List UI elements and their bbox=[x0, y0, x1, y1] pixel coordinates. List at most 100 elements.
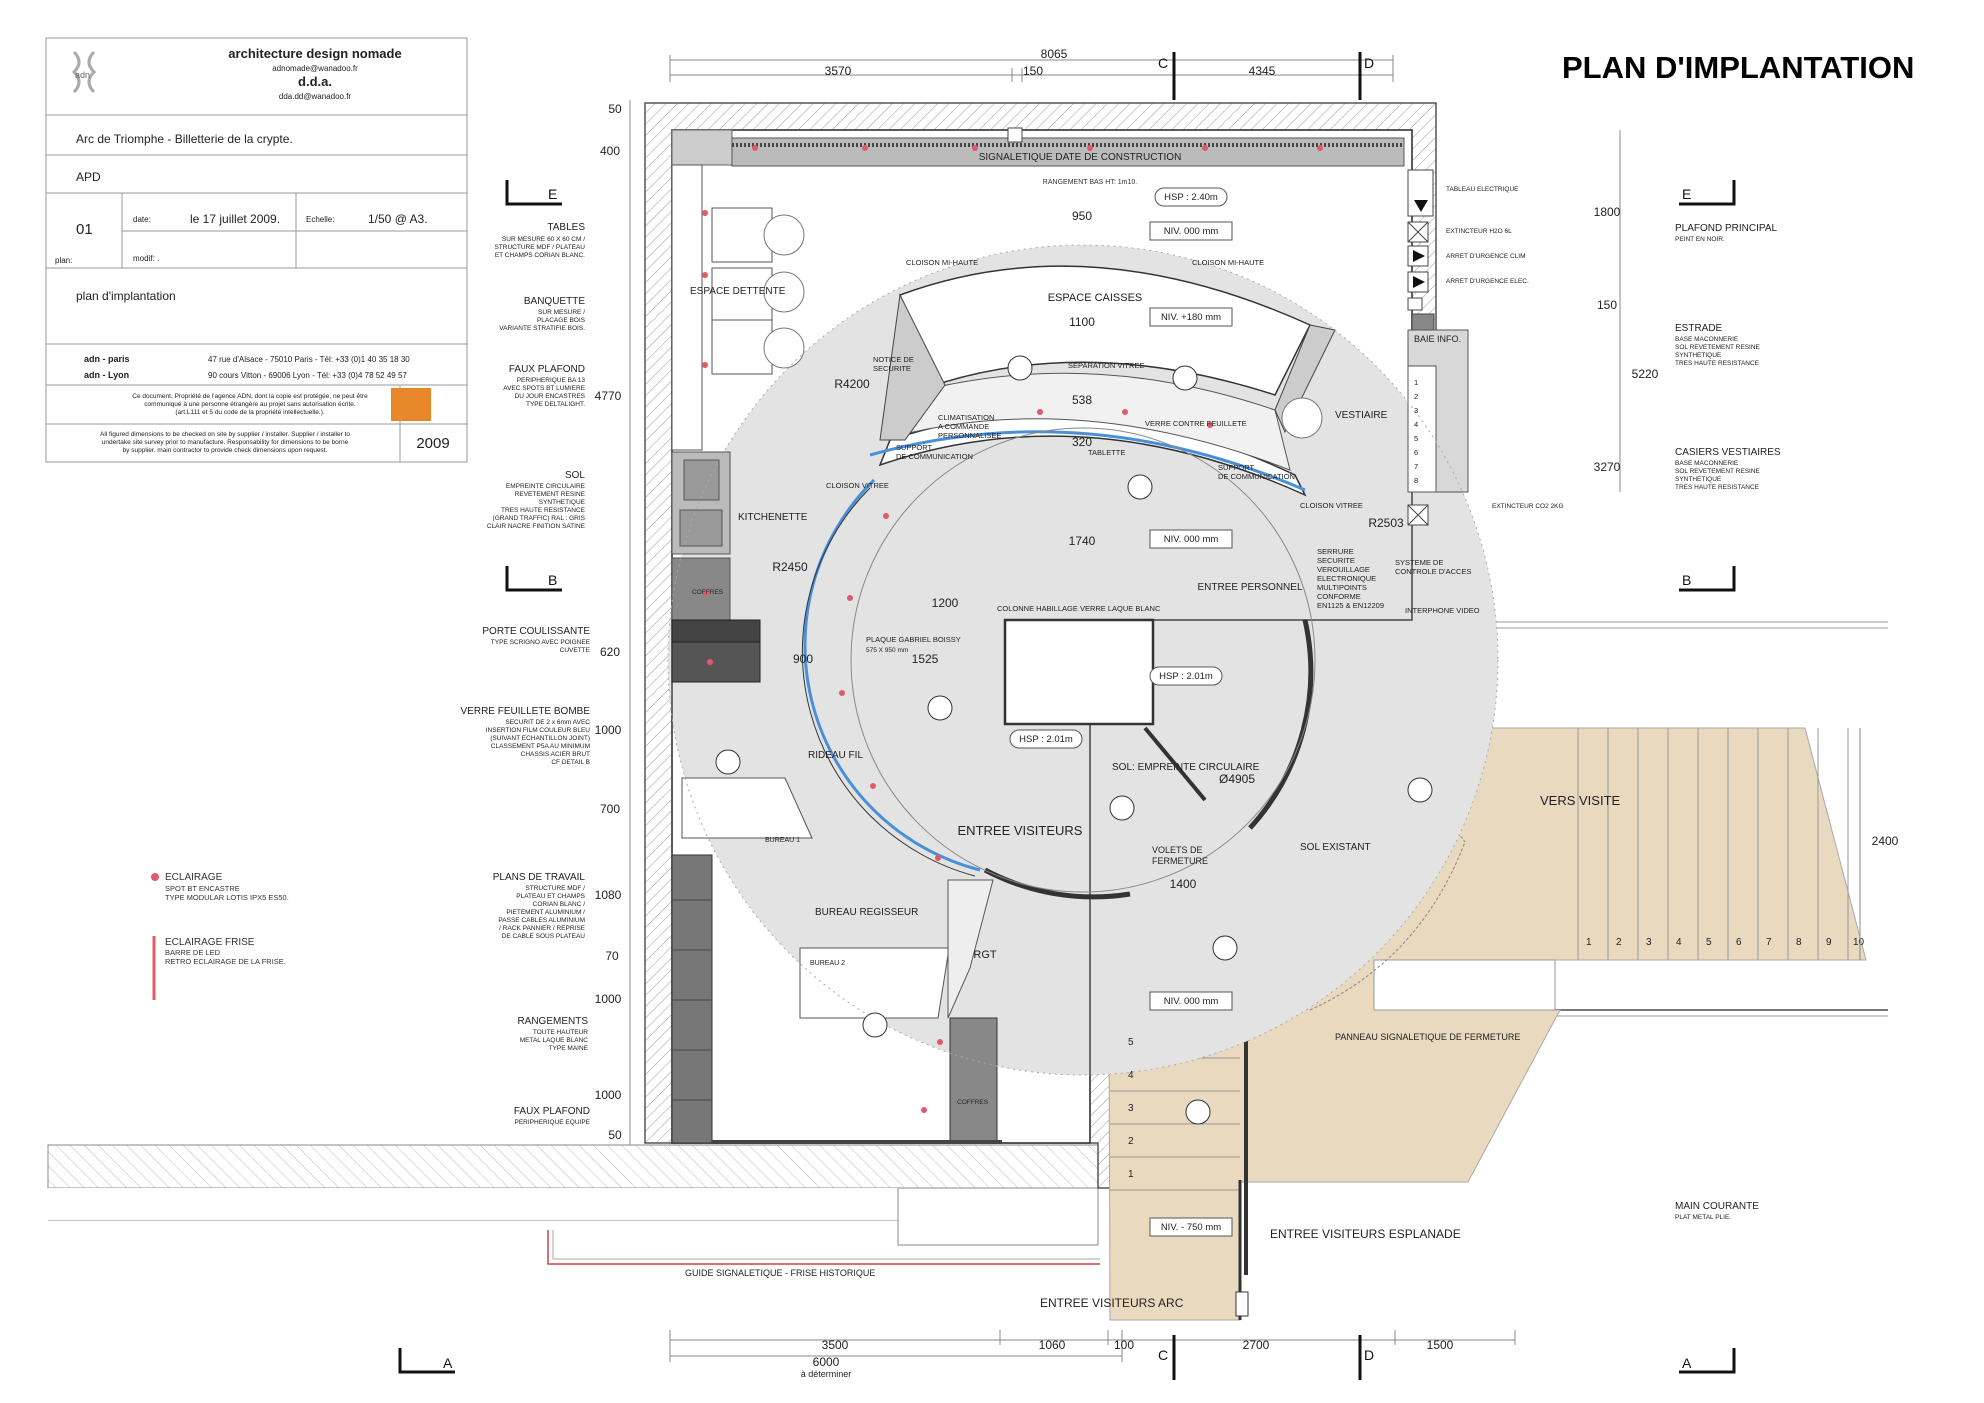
dim-950: 950 bbox=[1072, 209, 1092, 223]
note-porte-1: TYPE SCRIGNO AVEC POIGNEE bbox=[491, 639, 591, 646]
hsp-201-b: HSP : 2.01m bbox=[1019, 734, 1073, 745]
note-rangements-3: TYPE MAINE bbox=[549, 1045, 589, 1052]
note-estrade-4: TRES HAUTE RESISTANCE bbox=[1675, 360, 1760, 367]
notice-2: SECURITE bbox=[873, 364, 911, 373]
stair-l-1: 1 bbox=[1128, 1169, 1134, 1180]
plan-label: plan: bbox=[55, 256, 72, 265]
dim-left-1000-a: 1000 bbox=[595, 723, 622, 737]
dim-left-400: 400 bbox=[600, 144, 620, 158]
note-sol-title: SOL bbox=[565, 470, 585, 481]
colonne-label: COLONNE HABILLAGE VERRE LAQUE BLANC bbox=[997, 604, 1161, 613]
project-phase: APD bbox=[76, 170, 101, 184]
niv-000-a: NIV. 000 mm bbox=[1164, 226, 1219, 237]
modif-label: modif: . bbox=[133, 254, 159, 263]
orange-swatch bbox=[391, 388, 431, 421]
bottom-dimensions: 3500 1060 100 2700 1500 6000 à détermine… bbox=[669, 1330, 1516, 1379]
dim-top-b: 150 bbox=[1023, 64, 1043, 78]
section-e-left: E bbox=[548, 186, 557, 202]
note-casiers-1: BASE MACONNERIE bbox=[1675, 460, 1739, 467]
dim-right-3270: 3270 bbox=[1594, 460, 1621, 474]
office-lyon-name: adn - Lyon bbox=[84, 370, 129, 380]
note-faux2-title: FAUX PLAFOND bbox=[514, 1106, 590, 1117]
note-sol-5: (GRAND TRAFFIC) RAL : GRIS bbox=[493, 515, 586, 522]
niv-180: NIV. +180 mm bbox=[1161, 312, 1221, 323]
note-banquette-3: VARIANTE STRATIFIE BOIS. bbox=[499, 325, 585, 332]
dim-left-1080: 1080 bbox=[595, 888, 622, 902]
label-volets-1: VOLETS DE bbox=[1152, 845, 1203, 855]
separation-vitree: SEPARATION VITREE bbox=[1068, 361, 1144, 370]
stair-r-7: 7 bbox=[1766, 937, 1772, 948]
room-rgt: RGT bbox=[973, 949, 997, 961]
dim-900: 900 bbox=[793, 652, 813, 666]
stairs-right bbox=[1577, 728, 1849, 960]
label-sol-empreinte: SOL: EMPREINTE CIRCULAIRE bbox=[1112, 762, 1260, 773]
plaque-2: 575 X 950 mm bbox=[866, 647, 908, 654]
support-1b: DE COMMUNICATION bbox=[896, 452, 973, 461]
left-dimensions: 50 400 4770 620 1000 700 1080 70 1000 10… bbox=[595, 100, 631, 1145]
casier-8: 8 bbox=[1414, 476, 1418, 485]
guide-signaletique: GUIDE SIGNALETIQUE - FRISE HISTORIQUE bbox=[685, 1268, 875, 1278]
plan-name: plan d'implantation bbox=[76, 289, 176, 303]
serrure-6: CONFORME bbox=[1317, 592, 1361, 601]
top-strip: SIGNALETIQUE DATE DE CONSTRUCTION RANGEM… bbox=[671, 127, 1405, 186]
dim-bottom-e: 1500 bbox=[1427, 1338, 1454, 1352]
serrure-2: SECURITE bbox=[1317, 556, 1355, 565]
note-plans-7: DE CABLE SOUS PLATEAU bbox=[502, 933, 586, 940]
note-verre-title: VERRE FEUILLETE BOMBE bbox=[461, 706, 591, 717]
section-a-right: A bbox=[1682, 1355, 1692, 1371]
central-ring bbox=[667, 244, 1499, 1076]
note-estrade-1: BASE MACONNERIE bbox=[1675, 336, 1739, 343]
note-tables-title: TABLES bbox=[547, 222, 585, 233]
scale-label: Echelle: bbox=[306, 215, 334, 224]
dim-1400: 1400 bbox=[1170, 877, 1197, 891]
firm-name: architecture design nomade bbox=[228, 46, 401, 61]
logo-text: adn bbox=[75, 70, 90, 80]
note-tables-1: SUR MESURE 60 X 60 CM / bbox=[502, 236, 585, 243]
dim-1100: 1100 bbox=[1069, 315, 1095, 329]
panneau-signaletique: PANNEAU SIGNALETIQUE DE FERMETURE bbox=[1335, 1032, 1520, 1042]
cloison-vitree-2: CLOISON VITREE bbox=[1300, 501, 1363, 510]
stair-r-8: 8 bbox=[1796, 937, 1802, 948]
dim-left-620: 620 bbox=[600, 645, 620, 659]
note-casiers-4: TRES HAUTE RESISTANCE bbox=[1675, 484, 1760, 491]
room-sol-existant: SOL EXISTANT bbox=[1300, 842, 1371, 853]
section-d-bottom: D bbox=[1364, 1347, 1374, 1363]
note-casiers-3: SYNTHETIQUE bbox=[1675, 476, 1722, 483]
title-block: adn architecture design nomade adnomade@… bbox=[45, 37, 468, 463]
dim-1200: 1200 bbox=[932, 596, 959, 610]
dim-left-1000-c: 1000 bbox=[595, 1088, 622, 1102]
note-verre-1: SECURIT DE 2 x 6mm AVEC bbox=[505, 719, 590, 726]
cloison-mi-1: CLOISON MI-HAUTE bbox=[906, 258, 978, 267]
note-verre-5: CHASSIS ACIER BRUT bbox=[521, 751, 590, 758]
dim-top-a: 3570 bbox=[825, 64, 852, 78]
section-markers: E E B B A A C C D D bbox=[398, 52, 1736, 1380]
legend-light-title: ECLAIRAGE bbox=[165, 872, 223, 883]
note-tableau: TABLEAU ELECTRIQUE bbox=[1446, 186, 1519, 193]
note-plans-6: / RACK PANNIER / REPRISE bbox=[499, 925, 586, 932]
room-bureau-regisseur: BUREAU REGISSEUR bbox=[815, 907, 918, 918]
dim-left-50-b: 50 bbox=[608, 1128, 622, 1142]
note-verre-3: (SUIVANT ECHANTILLON JOINT) bbox=[490, 735, 590, 742]
dim-bottom-c: 100 bbox=[1114, 1338, 1134, 1352]
section-d-top: D bbox=[1364, 55, 1374, 71]
date-label: date: bbox=[133, 215, 151, 224]
dim-left-1000-b: 1000 bbox=[595, 992, 622, 1006]
left-wall-elements bbox=[671, 164, 1002, 1144]
note-plans-2: PLATEAU ET CHAMPS bbox=[516, 893, 585, 900]
copyright-line-3: (art.L111 et 5 du code de la propriété i… bbox=[175, 409, 325, 416]
note-faux1-3: DU JOUR ENCASTRES bbox=[515, 393, 586, 400]
stair-r-5: 5 bbox=[1706, 937, 1712, 948]
copyright-line-2: communiqué à une personne étrangère au p… bbox=[144, 401, 356, 408]
note-verre-4: CLASSEMENT P5A AU MINIMUM bbox=[491, 743, 590, 750]
note-arret-clim: ARRET D'URGENCE CLIM bbox=[1446, 253, 1526, 260]
dim-r4200: R4200 bbox=[834, 377, 870, 391]
disclaimer-line-1: All figured dimensions to be checked on … bbox=[100, 431, 350, 438]
hsp-201-a: HSP : 2.01m bbox=[1159, 671, 1213, 682]
office-paris-address: 47 rue d'Alsace - 75010 Paris - Tél: +33… bbox=[208, 355, 410, 364]
room-entree-arc: ENTREE VISITEURS ARC bbox=[1040, 1296, 1184, 1310]
dim-320: 320 bbox=[1072, 435, 1092, 449]
rangement-bas-label: RANGEMENT BAS HT: 1m10. bbox=[1043, 179, 1137, 186]
note-porte-title: PORTE COULISSANTE bbox=[482, 626, 590, 637]
dim-bottom-a: 3500 bbox=[822, 1338, 849, 1352]
